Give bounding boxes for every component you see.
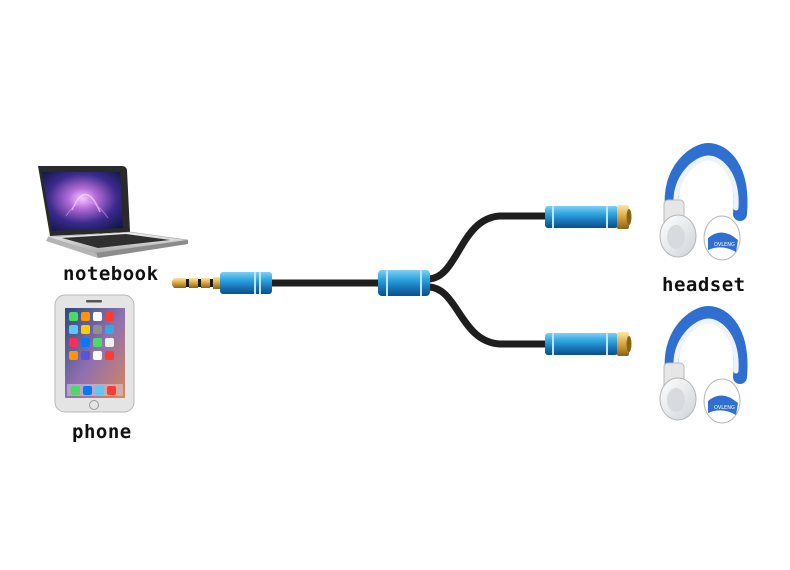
female-socket-bottom <box>545 332 632 356</box>
svg-text:OVLENG: OVLENG <box>714 242 735 248</box>
app-grid <box>67 312 123 396</box>
smartphone-icon <box>54 294 135 413</box>
headphones-icon: OVLENG <box>659 305 748 424</box>
female-socket-top <box>545 205 632 229</box>
headphones-icon: OVLENG <box>659 142 748 261</box>
headset-label: headset <box>662 274 746 296</box>
male-jack-plug <box>172 272 272 294</box>
audio-splitter-cable <box>172 205 632 356</box>
splitter-barrel <box>378 270 430 296</box>
notebook-label: notebook <box>63 263 159 285</box>
laptop-icon <box>38 166 189 258</box>
svg-text:OVLENG: OVLENG <box>714 405 735 411</box>
phone-label: phone <box>72 421 132 443</box>
